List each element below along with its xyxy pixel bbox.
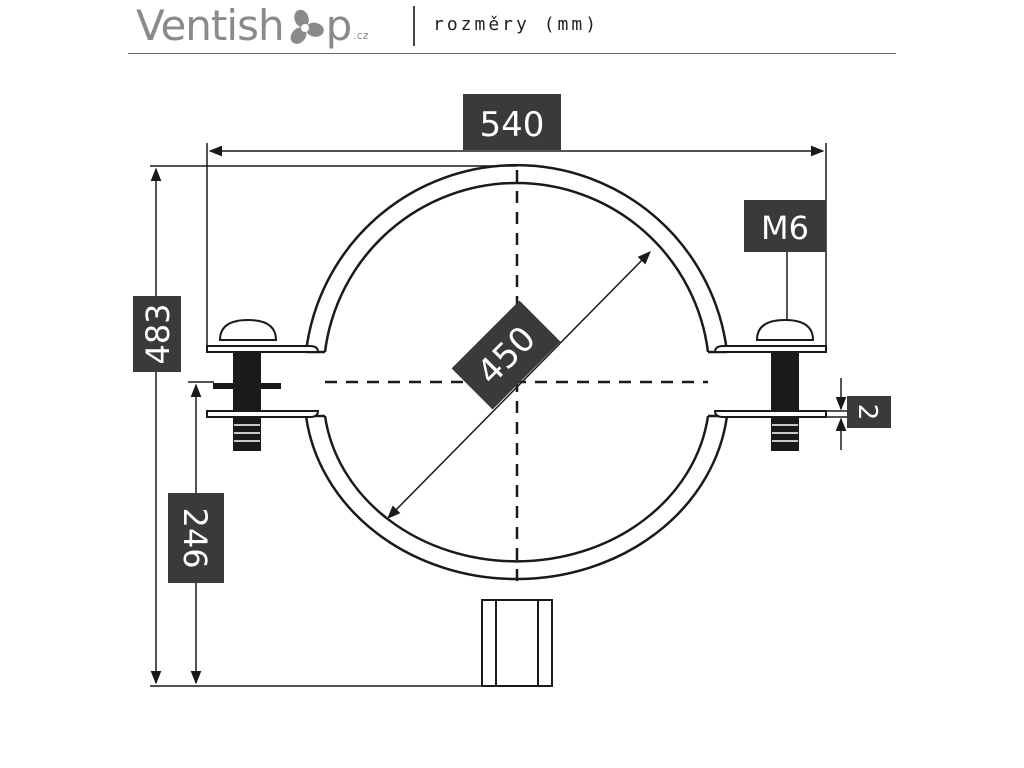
label-screw: M6 bbox=[744, 200, 826, 252]
right-screw bbox=[755, 318, 815, 451]
label-inner-diameter: 450 bbox=[451, 300, 561, 410]
axis-to-bottom-value: 246 bbox=[176, 507, 214, 568]
left-screw bbox=[213, 318, 281, 451]
right-flanges bbox=[713, 345, 827, 418]
brand-name-part1: Ventish bbox=[136, 1, 285, 50]
gap-value: 2 bbox=[852, 404, 882, 421]
brand-name-part2: p bbox=[325, 1, 353, 50]
screw-size-value: M6 bbox=[761, 209, 809, 247]
dimension-lines bbox=[150, 143, 850, 687]
label-axis-to-bottom: 246 bbox=[168, 493, 224, 583]
label-gap: 2 bbox=[847, 396, 891, 428]
label-overall-width: 540 bbox=[463, 94, 561, 150]
fan-icon bbox=[290, 9, 324, 44]
bottom-nut bbox=[481, 599, 553, 687]
header-rule bbox=[128, 53, 896, 54]
header-divider bbox=[413, 6, 415, 46]
header: Ventish p .cz rozměry (mm) bbox=[128, 0, 896, 56]
left-flanges bbox=[206, 345, 320, 418]
overall-width-value: 540 bbox=[480, 105, 545, 145]
label-overall-height: 483 bbox=[133, 296, 181, 372]
brand-tld: .cz bbox=[353, 29, 369, 42]
overall-height-value: 483 bbox=[139, 303, 177, 364]
units-note: rozměry (mm) bbox=[433, 14, 600, 35]
brand-logo: Ventish p .cz bbox=[136, 0, 369, 52]
